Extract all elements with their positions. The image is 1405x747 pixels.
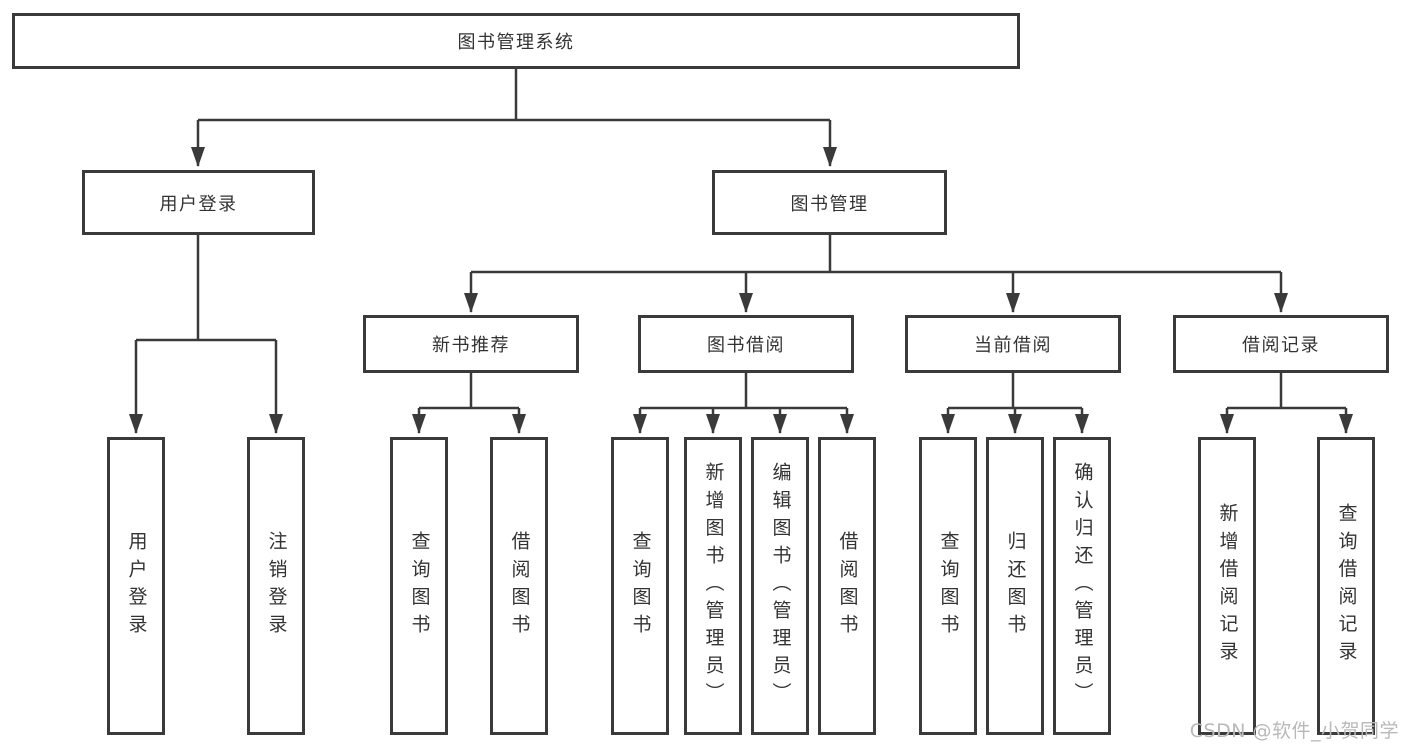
leaf-add-borrow-record: 新增借阅记录 (1198, 437, 1256, 735)
leaf-confirm-return-admin: 确认归还（管理员） (1053, 437, 1111, 735)
leaf-borrow-books-recommend: 借阅图书 (490, 437, 548, 735)
node-current-borrowing: 当前借阅 (905, 315, 1121, 373)
leaf-query-borrow-record: 查询借阅记录 (1317, 437, 1375, 735)
leaf-query-books-recommend: 查询图书 (390, 437, 448, 735)
leaf-edit-books-admin: 编辑图书（管理员） (751, 437, 809, 735)
leaf-logout: 注销登录 (247, 437, 305, 735)
leaf-query-books-current: 查询图书 (919, 437, 977, 735)
node-user-login-branch: 用户登录 (82, 170, 315, 235)
node-book-management-branch: 图书管理 (712, 170, 947, 235)
leaf-return-books: 归还图书 (986, 437, 1044, 735)
node-book-borrowing: 图书借阅 (638, 315, 854, 373)
node-root-library-management-system: 图书管理系统 (12, 13, 1020, 69)
leaf-borrow-books: 借阅图书 (818, 437, 876, 735)
leaf-add-books-admin: 新增图书（管理员） (684, 437, 742, 735)
leaf-user-login: 用户登录 (107, 437, 165, 735)
leaf-query-books-borrowing: 查询图书 (611, 437, 669, 735)
node-borrowing-records: 借阅记录 (1173, 315, 1389, 373)
csdn-watermark: CSDN @软件_小贺同学 (1189, 720, 1399, 742)
node-new-book-recommendation: 新书推荐 (363, 315, 579, 373)
